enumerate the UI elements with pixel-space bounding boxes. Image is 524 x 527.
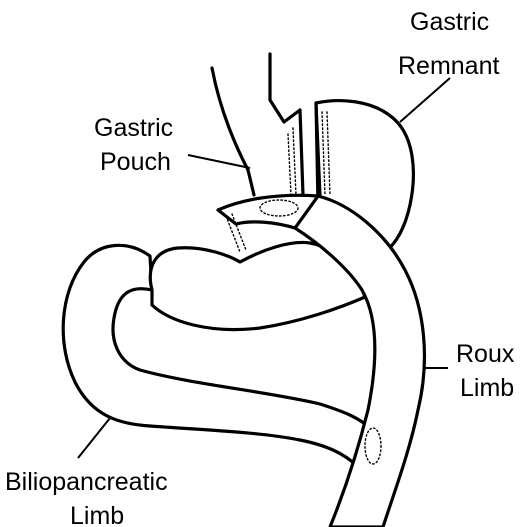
biliopancreatic-limb-leader — [78, 418, 110, 458]
gastric-remnant-label-line2: Remnant — [398, 52, 499, 80]
biliopancreatic-limb-label-line1: Biliopancreatic — [5, 468, 168, 496]
gastric-remnant-label-line1: Gastric — [410, 8, 489, 36]
gastric-pouch-label-line1: Gastric — [94, 114, 173, 142]
biliopancreatic-limb-label-line2: Limb — [70, 502, 124, 527]
roux-limb-label-line2: Limb — [460, 374, 514, 402]
pouch-staple-dots-2 — [288, 134, 291, 195]
esophagus-right-wall — [270, 54, 303, 195]
roux-limb-label-line1: Roux — [456, 340, 515, 368]
gastric-remnant-leader — [400, 78, 450, 122]
esophagus-left-wall — [212, 68, 254, 195]
pouch-staple-dots — [293, 128, 296, 195]
gastric-pouch-label-line2: Pouch — [100, 148, 171, 176]
